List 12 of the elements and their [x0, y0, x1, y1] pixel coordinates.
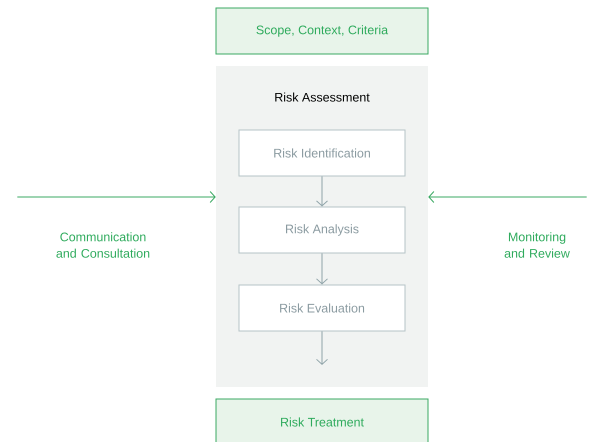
arrow: [316, 176, 328, 206]
arrow: [16, 191, 216, 203]
arrow: [316, 253, 328, 284]
step-box: Risk Evaluation: [238, 284, 406, 332]
arrow: [428, 191, 588, 203]
side-label: Monitoring and Review: [504, 232, 570, 258]
side-label: Communication and Consultation: [56, 232, 150, 258]
process-box: Scope, Context, Criteria: [216, 8, 428, 54]
step-box: Risk Identification: [238, 130, 406, 176]
arrow: [316, 331, 328, 365]
process-box: Risk Treatment: [216, 398, 428, 442]
step-box: Risk Analysis: [238, 206, 406, 254]
